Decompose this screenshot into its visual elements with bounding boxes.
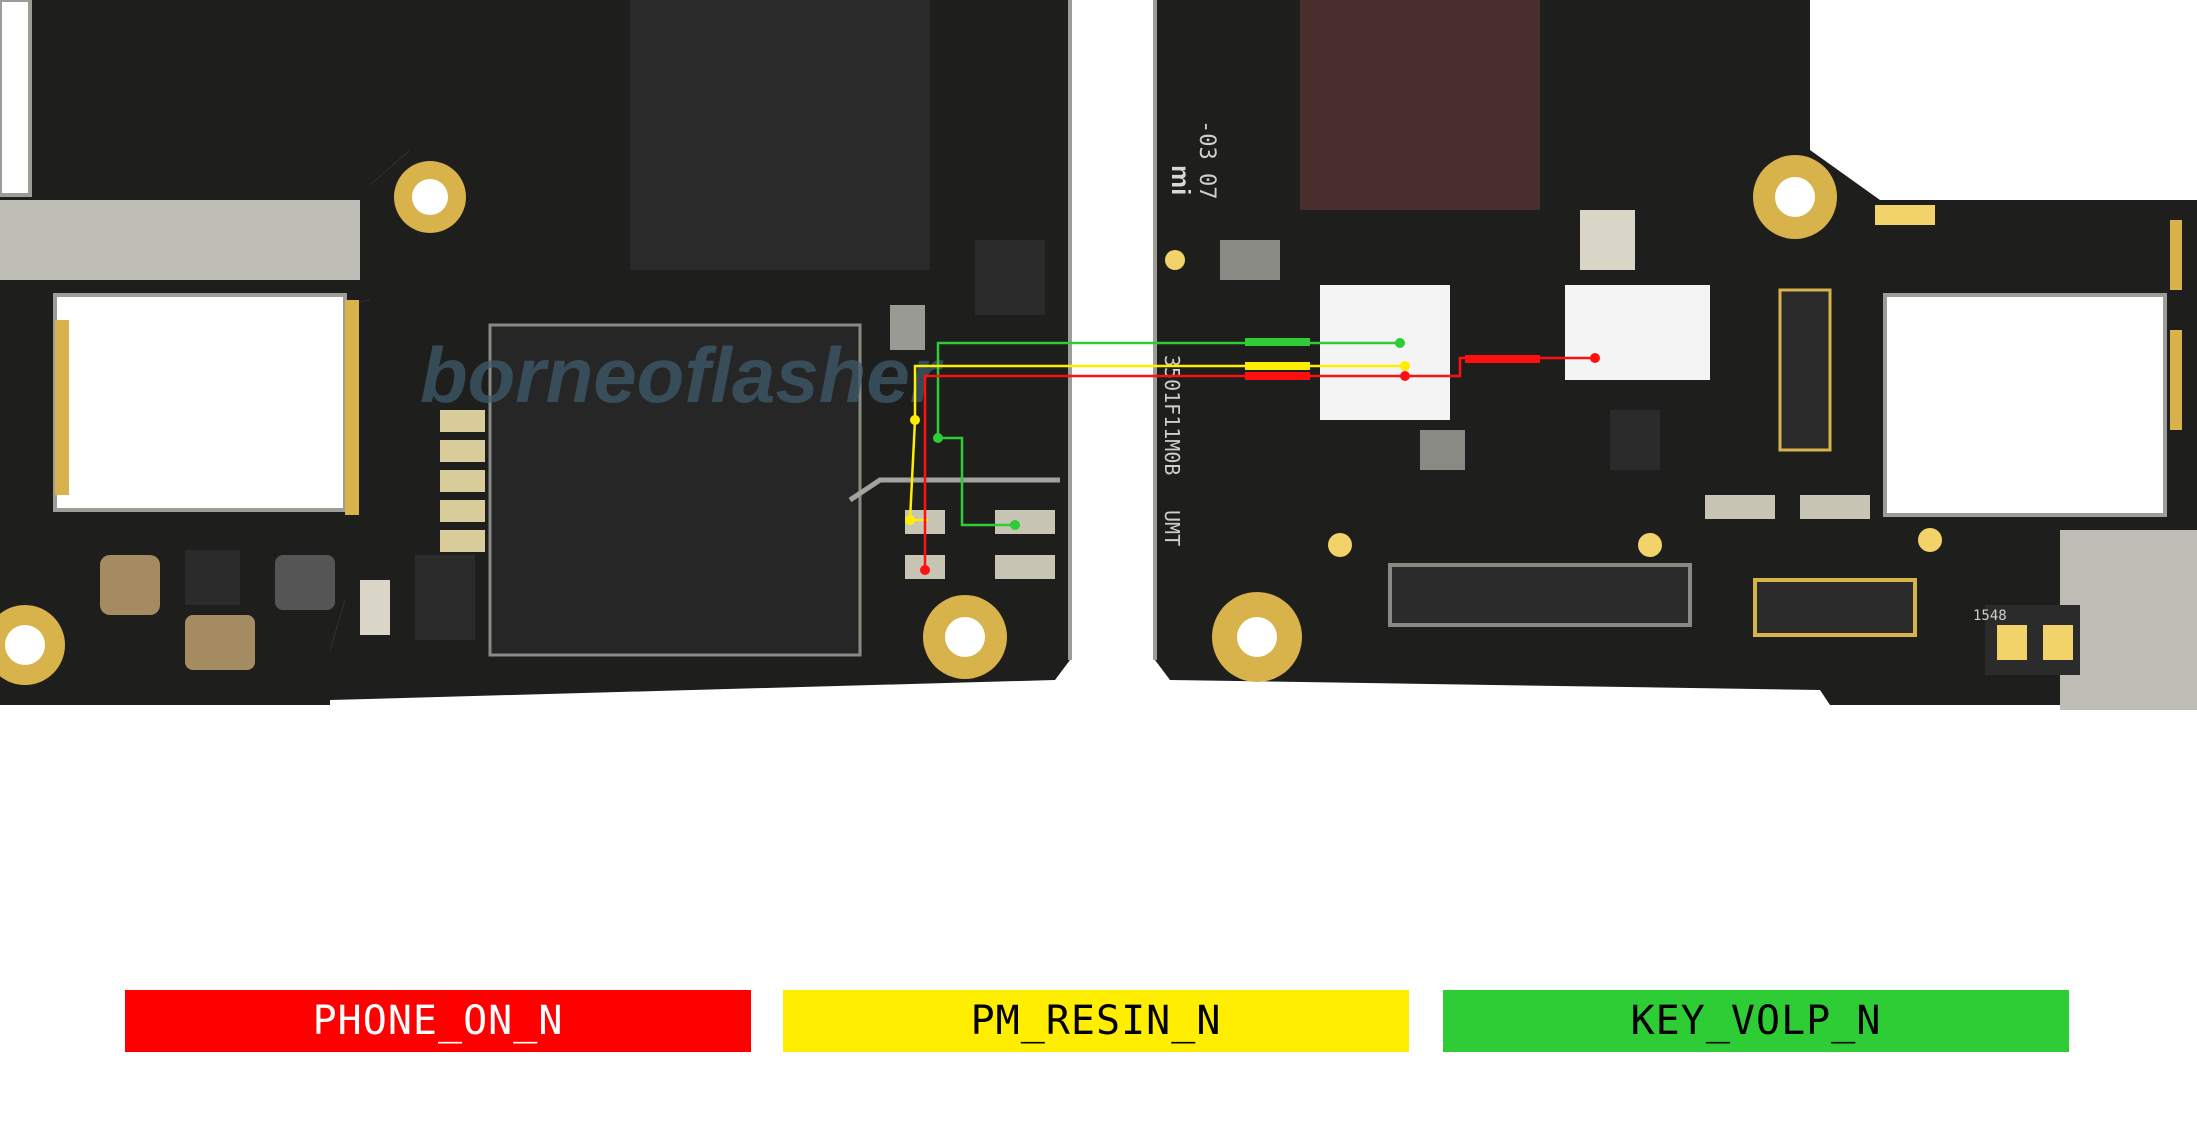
shield-right: [2060, 530, 2197, 710]
bga-chip-2: [1565, 285, 1710, 380]
trace-volp: [936, 341, 1400, 527]
silkscreen-umt: UMT: [1160, 510, 1184, 546]
legend-label: PM_RESIN_N: [970, 998, 1222, 1044]
shield-strip: [0, 200, 360, 280]
silkscreen-small: 1548: [1973, 608, 2007, 624]
watermark-text: borneoflasher: [420, 331, 944, 419]
connector-1: [1388, 563, 1692, 627]
legend-key-volp-n: KEY_VOLP_N: [1443, 990, 2069, 1052]
board-cutout: [53, 293, 347, 512]
left-board: borneoflasher: [0, 0, 1072, 705]
legend-label: PHONE_ON_N: [312, 998, 564, 1044]
connector-3: [1778, 288, 1832, 452]
board-cutout-right: [1883, 293, 2167, 517]
legend-label: KEY_VOLP_N: [1630, 998, 1882, 1044]
right-board: -03 07 mi 3501F11M0B UMT 1548: [1153, 0, 2197, 710]
signal-traces: [905, 338, 1600, 575]
connector-2: [1753, 578, 1917, 637]
silkscreen-code: -03 07: [1194, 120, 1219, 199]
legend-phone-on-n: PHONE_ON_N: [125, 990, 751, 1052]
memory-chip: [488, 323, 862, 657]
legend-pm-resin-n: PM_RESIN_N: [783, 990, 1409, 1052]
silkscreen-vertical: 3501F11M0B: [1160, 355, 1184, 475]
silkscreen-brand: mi: [1166, 165, 1196, 195]
bga-chip-1: [1320, 285, 1450, 420]
